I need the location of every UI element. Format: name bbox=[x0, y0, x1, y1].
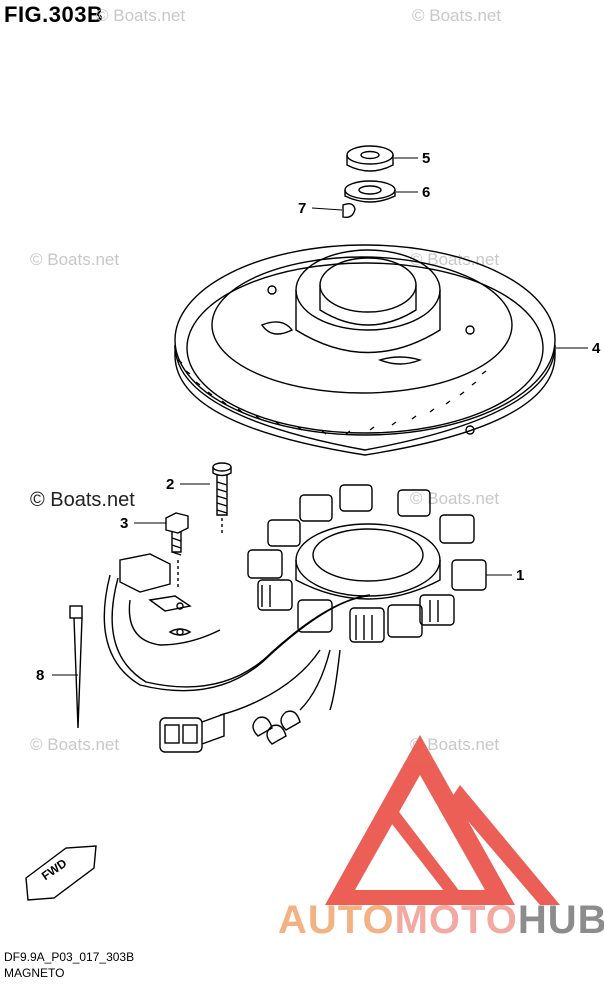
screw-part-2[interactable] bbox=[212, 462, 232, 536]
key-part-7[interactable] bbox=[342, 202, 356, 219]
watermark: © Boats.net bbox=[30, 735, 120, 754]
pulser-coil[interactable] bbox=[119, 553, 192, 636]
callout-3: 3 bbox=[120, 515, 129, 532]
automotohub-logo-mark bbox=[325, 735, 560, 905]
stator-part-1[interactable] bbox=[247, 484, 487, 643]
fwd-label: FWD bbox=[39, 856, 70, 883]
bullet-connectors[interactable] bbox=[252, 710, 301, 745]
wire-harness bbox=[103, 574, 371, 716]
washer-part-6[interactable] bbox=[344, 180, 396, 203]
callout-4: 4 bbox=[592, 340, 601, 357]
callout-6: 6 bbox=[422, 184, 431, 201]
leader-lines bbox=[52, 157, 588, 676]
diagram-subtitle: MAGNETO bbox=[4, 966, 65, 980]
figure-title: FIG.303B bbox=[4, 2, 104, 27]
reference-code: DF9.9A_P03_017_303B bbox=[4, 950, 135, 964]
callout-1: 1 bbox=[516, 567, 525, 584]
cable-tie-part-8[interactable] bbox=[69, 605, 83, 729]
watermark: © Boats.net bbox=[30, 489, 135, 511]
callout-2: 2 bbox=[166, 476, 175, 493]
watermark: © Boats.net bbox=[410, 735, 500, 754]
callout-7: 7 bbox=[298, 200, 307, 217]
bolt-part-3[interactable] bbox=[165, 512, 189, 590]
fwd-arrow-icon bbox=[25, 845, 97, 901]
flywheel-part-4[interactable] bbox=[174, 244, 556, 456]
watermark: © Boats.net bbox=[412, 6, 502, 25]
callout-5: 5 bbox=[422, 150, 431, 167]
watermark: © Boats.net bbox=[30, 250, 120, 269]
callout-8: 8 bbox=[36, 667, 45, 684]
nut-part-5[interactable] bbox=[346, 145, 394, 172]
automotohub-logo-text: AUTOMOTOHUB bbox=[278, 898, 604, 942]
watermark: © Boats.net bbox=[96, 6, 186, 25]
connector-plug[interactable] bbox=[159, 713, 225, 753]
watermark: © Boats.net bbox=[410, 489, 500, 508]
